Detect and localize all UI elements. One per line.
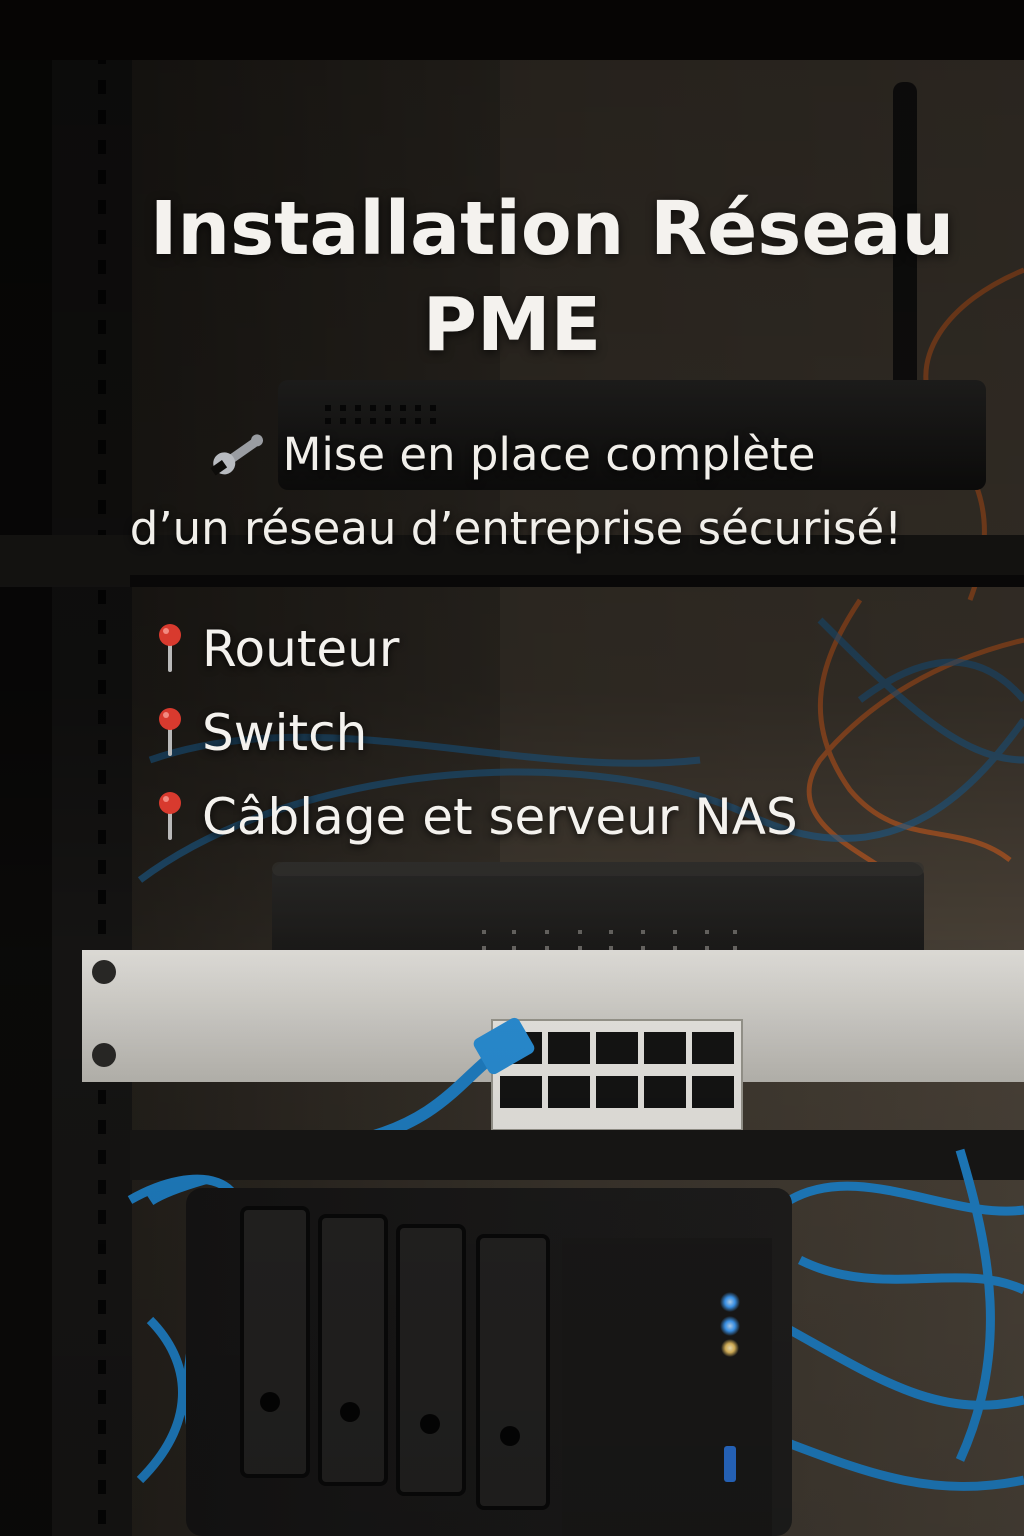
pushpin-icon <box>159 624 181 672</box>
bullet-switch: Switch <box>152 704 367 762</box>
pushpin-icon <box>159 792 181 840</box>
wrench-icon <box>210 434 263 476</box>
bullet-routeur: Routeur <box>152 620 399 678</box>
subtitle-line1: Mise en place complète <box>282 428 816 481</box>
bullet-label: Routeur <box>202 620 400 678</box>
bullet-label: Switch <box>202 704 368 762</box>
subtitle-line1-row: Mise en place complète <box>0 428 1024 481</box>
bullet-label: Câblage et serveur NAS <box>202 788 798 846</box>
bullet-cablage-nas: Câblage et serveur NAS <box>152 788 798 846</box>
poster-title-line2: PME <box>422 282 602 368</box>
pushpin-icon <box>159 708 181 756</box>
poster-title-line1: Installation Réseau <box>149 186 955 272</box>
subtitle-line2: d’un réseau d’entreprise sécurisé! <box>129 502 903 555</box>
